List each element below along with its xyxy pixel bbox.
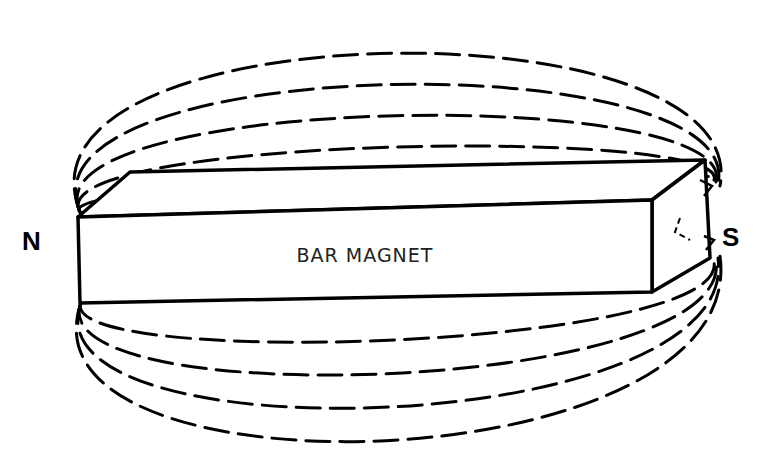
bar-magnet: BAR MAGNET — [90, 222, 640, 288]
magnet-label: BAR MAGNET — [297, 244, 434, 266]
field-arrowhead — [704, 236, 714, 250]
bar-magnet-body — [78, 160, 710, 303]
hidden-edge — [675, 218, 690, 240]
pole-label: S — [722, 222, 739, 253]
field-arrowhead — [700, 180, 712, 196]
pole-label: N — [22, 226, 41, 257]
field-lines — [74, 53, 721, 441]
